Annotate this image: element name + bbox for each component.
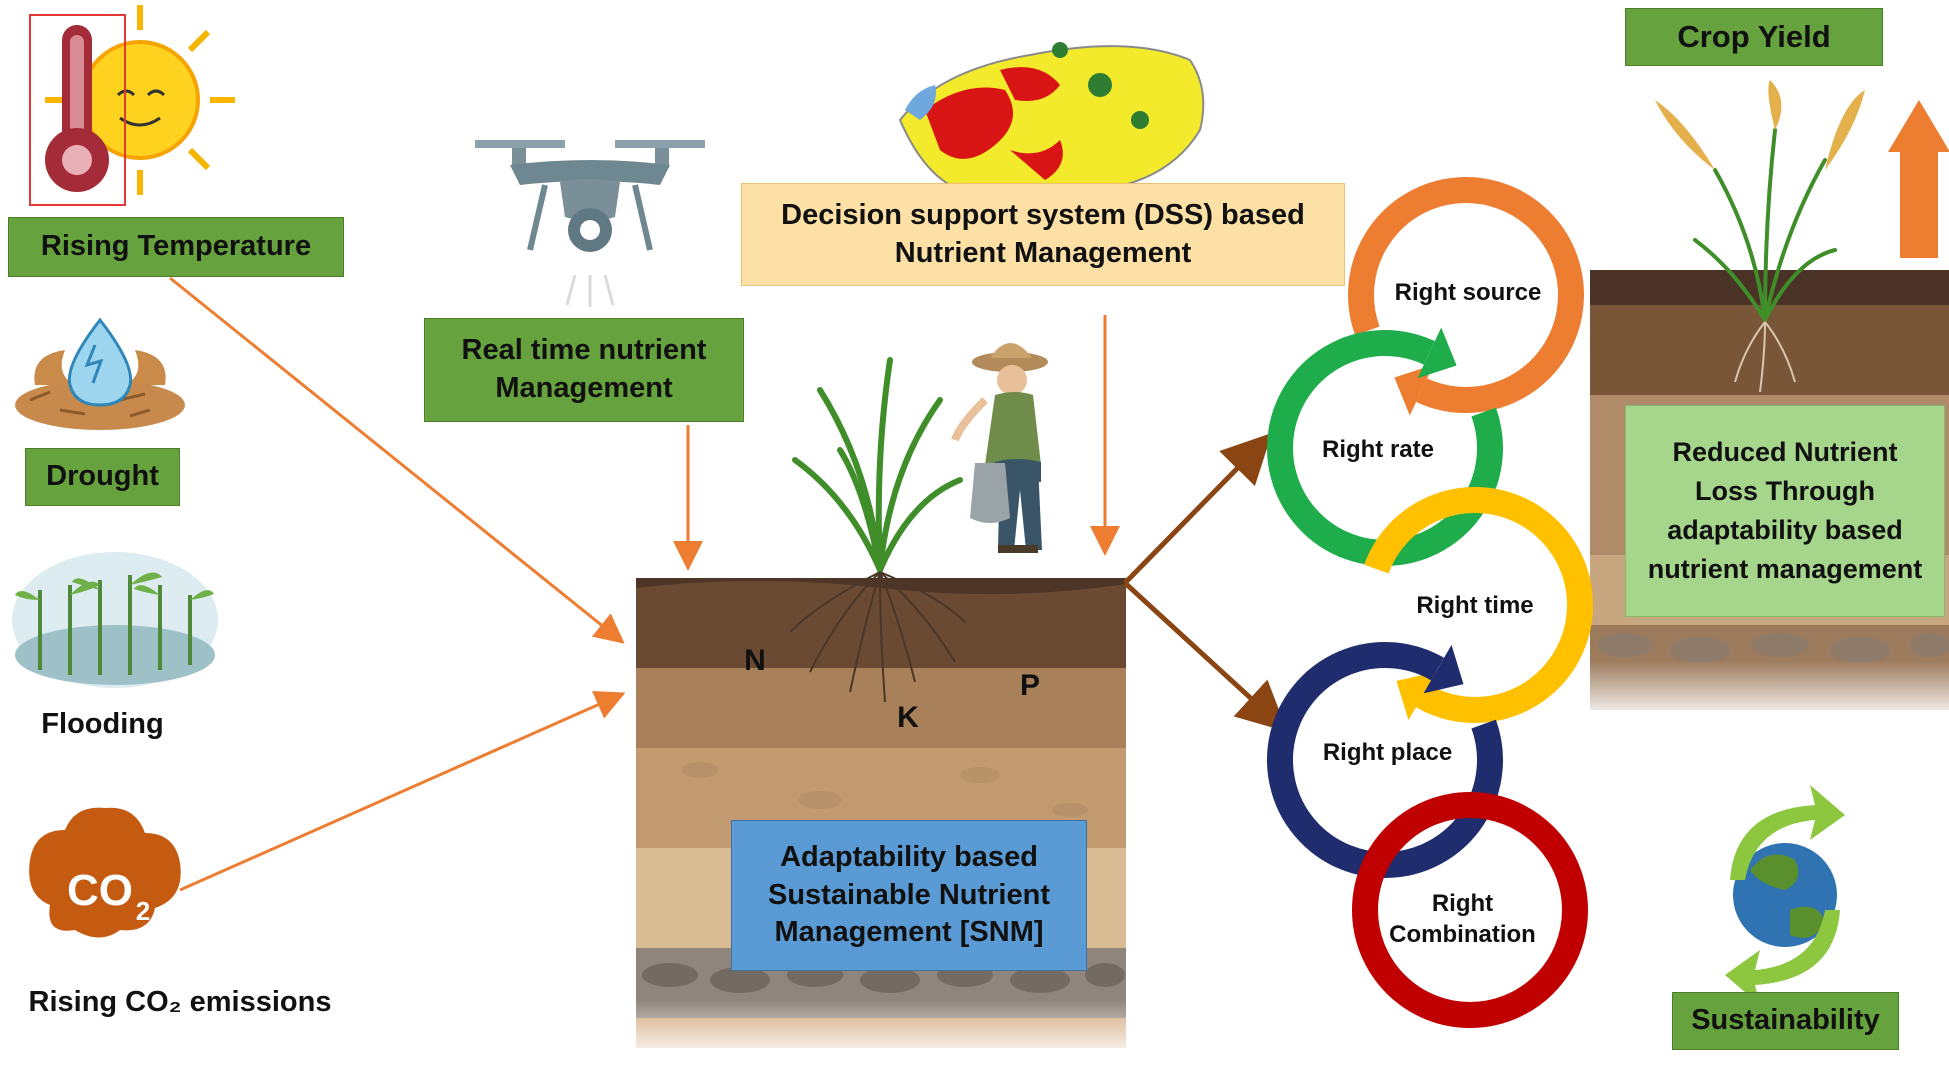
arrow-soil-to-place — [1123, 581, 1288, 732]
thermometer-icon — [29, 14, 126, 206]
right-combination-label: Right Combination — [1389, 889, 1536, 948]
sun-icon — [45, 5, 235, 195]
right-combination-arc — [1352, 792, 1589, 1028]
right-source-label: Right source — [1394, 279, 1542, 307]
reduced-nutrient-loss-label: Reduced Nutrient Loss Through adaptabili… — [1625, 405, 1945, 617]
right-time-arc-head — [1396, 671, 1437, 721]
four-r-arcs — [1267, 177, 1593, 1028]
flooding-image — [12, 552, 218, 688]
sustainability-label: Sustainability — [1672, 992, 1899, 1050]
real-time-nutrient-label: Real time nutrient Management — [424, 318, 744, 422]
right-time-arc — [1364, 487, 1593, 723]
svg-text:2: 2 — [136, 896, 150, 926]
drought-icon — [15, 317, 185, 430]
dss-map-image — [898, 42, 1205, 203]
rising-temperature-label: Rising Temperature — [8, 217, 344, 277]
rice-plant-icon — [1655, 80, 1865, 393]
arrow-soil-to-rate — [1123, 432, 1272, 585]
right-place-label: Right place — [1322, 739, 1453, 767]
arrow-co2-to-soil — [179, 691, 626, 892]
climate-arrows — [169, 276, 1120, 892]
flooding-label: Flooding — [41, 708, 164, 741]
crop-yield-label: Crop Yield — [1625, 8, 1883, 66]
snm-arrows — [1123, 432, 1288, 732]
right-rate-arc-head — [1417, 327, 1457, 379]
right-time-label: Right time — [1416, 592, 1534, 620]
dss-nutrient-label: Decision support system (DSS) based Nutr… — [741, 183, 1345, 286]
right-rate-label: Right rate — [1321, 436, 1434, 464]
co2-cloud-icon: CO 2 — [29, 807, 181, 938]
rising-co2-label: Rising CO₂ emissions — [28, 985, 332, 1018]
sustainability-globe-icon — [1725, 785, 1845, 1005]
increase-arrow-icon — [1888, 100, 1949, 258]
drought-label: Drought — [25, 448, 180, 506]
right-source-arc-head — [1394, 364, 1434, 416]
nutrient-k-label: K — [897, 700, 919, 734]
drone-icon — [475, 140, 705, 307]
svg-text:CO: CO — [67, 866, 133, 915]
right-place-arc-head — [1423, 644, 1464, 694]
nutrient-p-label: P — [1019, 668, 1040, 702]
snm-center-label: Adaptability based Sustainable Nutrient … — [731, 820, 1087, 971]
farmer-icon — [951, 343, 1048, 553]
crop-plant-icon — [789, 357, 966, 703]
nutrient-n-label: N — [744, 643, 766, 677]
right-source-arc — [1348, 177, 1584, 413]
arrow-temperature-to-soil — [169, 276, 625, 644]
